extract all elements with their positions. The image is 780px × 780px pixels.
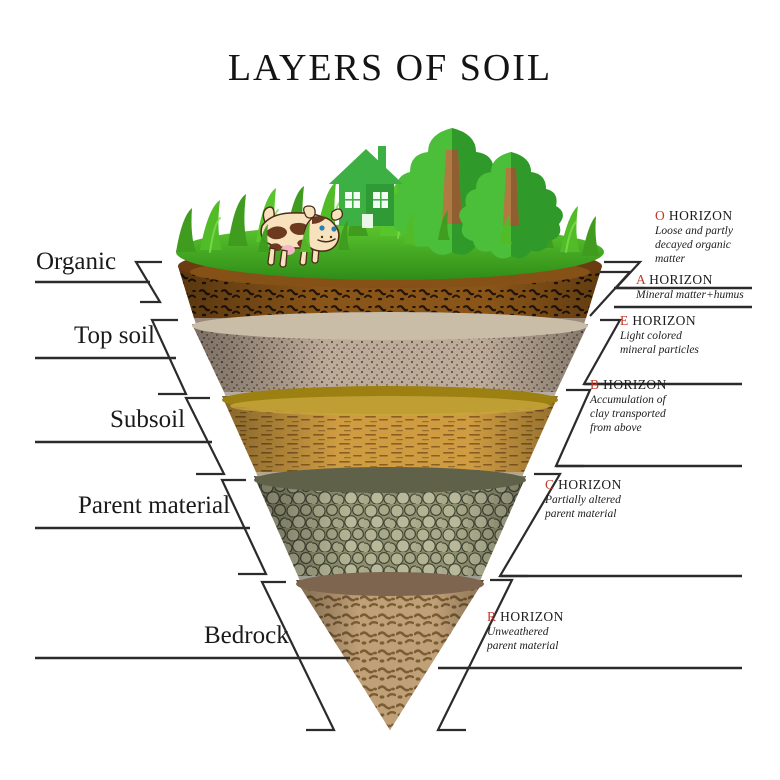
r-horizon-heading-text: HORIZON xyxy=(496,609,564,624)
o-horizon-heading-text: HORIZON xyxy=(665,208,733,223)
label-organic: Organic xyxy=(36,248,117,275)
tree-small-icon xyxy=(459,152,563,259)
c-horizon-heading: C HORIZON xyxy=(545,477,622,493)
layer-b-horizon xyxy=(222,386,558,478)
layer-e-horizon xyxy=(192,312,588,398)
c-horizon-heading-text: HORIZON xyxy=(554,477,622,492)
c-horizon-letter: C xyxy=(545,477,555,492)
page-title: LAYERS OF SOIL xyxy=(227,47,553,89)
label-parent-material: Parent material xyxy=(78,492,231,519)
o-horizon-heading: O HORIZON xyxy=(655,208,733,224)
a-horizon-letter: A xyxy=(636,272,646,287)
b-horizon-heading: B HORIZON xyxy=(590,377,667,393)
callout-a-horizon: A HORIZON Mineral matter+humus xyxy=(636,272,744,302)
layer-c-horizon xyxy=(254,467,526,582)
house-icon xyxy=(329,146,403,228)
e-horizon-letter: E xyxy=(620,313,629,328)
rules-left xyxy=(35,280,350,660)
a-horizon-description: Mineral matter+humus xyxy=(636,289,744,301)
o-horizon-letter: O xyxy=(655,208,666,223)
label-bedrock: Bedrock xyxy=(204,622,289,649)
e-horizon-heading: E HORIZON xyxy=(620,313,699,329)
r-horizon-heading: R HORIZON xyxy=(487,609,564,625)
b-horizon-heading-text: HORIZON xyxy=(599,377,667,392)
r-horizon-letter: R xyxy=(487,609,497,624)
label-subsoil: Subsoil xyxy=(110,406,186,433)
b-horizon-letter: B xyxy=(590,377,600,392)
label-top-soil: Top soil xyxy=(74,322,155,349)
layer-r-horizon xyxy=(296,572,484,730)
rules-right xyxy=(438,286,752,670)
a-horizon-heading-text: HORIZON xyxy=(645,272,713,287)
e-horizon-heading-text: HORIZON xyxy=(628,313,696,328)
a-horizon-heading: A HORIZON xyxy=(636,272,744,288)
